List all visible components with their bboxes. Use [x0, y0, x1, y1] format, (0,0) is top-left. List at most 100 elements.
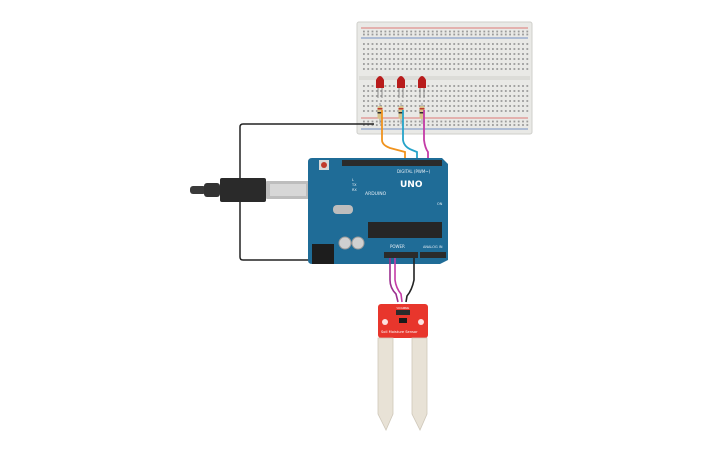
breadboard-hole — [367, 124, 370, 126]
breadboard-hole — [526, 95, 529, 97]
breadboard-hole — [384, 95, 387, 97]
breadboard-hole — [522, 33, 524, 36]
wire-cyan[interactable] — [402, 110, 418, 158]
breadboard-hole — [406, 63, 408, 65]
breadboard-hole — [427, 63, 430, 65]
breadboard-hole — [440, 110, 443, 112]
breadboard-hole — [401, 100, 404, 102]
breadboard-hole — [526, 33, 529, 36]
breadboard-hole — [431, 30, 434, 33]
breadboard-hole — [423, 58, 425, 60]
breadboard-hole — [388, 124, 391, 126]
capacitor-2 — [351, 236, 365, 250]
breadboard-hole — [513, 110, 516, 112]
breadboard-hole — [397, 43, 400, 45]
breadboard-hole — [509, 48, 511, 50]
breadboard-hole — [479, 53, 481, 55]
breadboard-hole — [401, 48, 404, 50]
breadboard-hole — [504, 53, 507, 55]
breadboard-hole — [436, 90, 438, 92]
led-red-3[interactable] — [418, 76, 426, 98]
led-red-2[interactable] — [397, 76, 405, 98]
breadboard[interactable] — [356, 21, 533, 135]
breadboard-hole — [388, 43, 391, 45]
breadboard-hole — [479, 105, 481, 107]
breadboard-hole — [461, 53, 464, 55]
breadboard-hole — [418, 105, 421, 107]
breadboard-hole — [492, 68, 494, 70]
wire-sensor-signal[interactable] — [394, 258, 403, 303]
breadboard-hole — [474, 53, 477, 55]
breadboard-hole — [509, 30, 511, 33]
breadboard-hole — [414, 33, 417, 36]
breadboard-hole — [371, 95, 374, 97]
breadboard-hole — [436, 120, 438, 123]
breadboard-hole — [418, 48, 421, 50]
breadboard-hole — [504, 124, 507, 126]
breadboard-hole — [401, 58, 404, 60]
breadboard-hole — [431, 90, 434, 92]
breadboard-hole — [410, 63, 413, 65]
breadboard-hole — [367, 95, 370, 97]
breadboard-hole — [393, 53, 395, 55]
breadboard-hole — [440, 68, 443, 70]
breadboard-hole — [431, 33, 434, 36]
breadboard-holes — [363, 30, 529, 126]
wire-magenta[interactable] — [423, 110, 429, 158]
breadboard-hole — [427, 105, 430, 107]
breadboard-hole — [388, 30, 391, 33]
breadboard-hole — [380, 90, 382, 92]
breadboard-hole — [418, 68, 421, 70]
breadboard-hole — [492, 110, 494, 112]
breadboard-hole — [388, 100, 391, 102]
breadboard-hole — [453, 90, 456, 92]
breadboard-hole — [517, 85, 520, 87]
breadboard-hole — [483, 100, 486, 102]
breadboard-hole — [444, 90, 447, 92]
breadboard-hole — [444, 58, 447, 60]
breadboard-hole — [449, 124, 451, 126]
breadboard-hole — [440, 120, 443, 123]
breadboard-hole — [427, 48, 430, 50]
breadboard-hole — [461, 110, 464, 112]
breadboard-hole — [461, 124, 464, 126]
arduino-uno-board[interactable]: UNO ARDUINO DIGITAL (PWM~) POWER ANALOG … — [308, 158, 448, 264]
usb-plug-icon[interactable] — [190, 178, 310, 202]
breadboard-hole — [397, 120, 400, 123]
breadboard-hole — [509, 58, 511, 60]
breadboard-hole — [414, 58, 417, 60]
sensor-pin-header — [396, 310, 410, 315]
breadboard-hole — [431, 68, 434, 70]
breadboard-hole — [517, 33, 520, 36]
breadboard-hole — [457, 58, 460, 60]
breadboard-hole — [470, 100, 473, 102]
breadboard-hole — [492, 43, 494, 45]
breadboard-hole — [371, 63, 374, 65]
breadboard-hole — [461, 105, 464, 107]
wire-sensor-vcc[interactable] — [389, 258, 399, 303]
breadboard-hole — [522, 85, 524, 87]
wire-orange[interactable] — [381, 110, 406, 158]
breadboard-hole — [470, 68, 473, 70]
breadboard-hole — [466, 33, 468, 36]
breadboard-hole — [457, 43, 460, 45]
breadboard-hole — [363, 53, 365, 55]
led-red-1[interactable] — [376, 76, 384, 98]
wire-sensor-gnd[interactable] — [405, 258, 415, 303]
soil-moisture-sensor[interactable]: VCC GND SIG Soil Moisture Sensor — [377, 304, 428, 431]
breadboard-hole — [410, 95, 413, 97]
breadboard-hole — [363, 63, 365, 65]
breadboard-hole — [363, 33, 365, 36]
breadboard-hole — [436, 33, 438, 36]
breadboard-hole — [526, 85, 529, 87]
breadboard-hole — [513, 85, 516, 87]
breadboard-hole — [522, 30, 524, 33]
breadboard-hole — [371, 110, 374, 112]
breadboard-hole — [397, 63, 400, 65]
breadboard-hole — [474, 43, 477, 45]
breadboard-hole — [522, 120, 524, 123]
breadboard-hole — [406, 90, 408, 92]
breadboard-hole — [509, 53, 511, 55]
breadboard-hole — [397, 33, 400, 36]
breadboard-hole — [461, 90, 464, 92]
